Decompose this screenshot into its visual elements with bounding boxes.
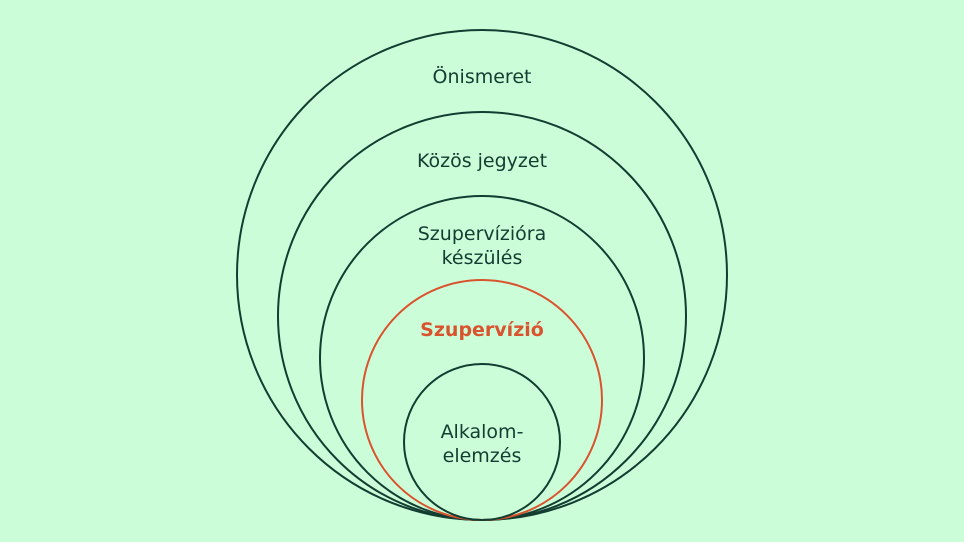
label-onismeret: Önismeret <box>433 65 532 88</box>
label-alkalomelemzes-line-2: elemzés <box>443 445 522 467</box>
ring-szupervizio <box>361 279 603 521</box>
label-szupervoziora-keszules-line-1: Szupervízióra <box>418 223 547 245</box>
label-kozos-jegyzet: Közös jegyzet <box>417 150 547 172</box>
ring-alkalomelemzes <box>403 363 561 521</box>
label-szupervizio: Szupervízió <box>420 319 544 341</box>
rings-layer <box>236 29 728 521</box>
label-szupervoziora-keszules-line-2: készülés <box>442 247 523 269</box>
label-alkalomelemzes-line-1: Alkalom- <box>441 421 524 443</box>
